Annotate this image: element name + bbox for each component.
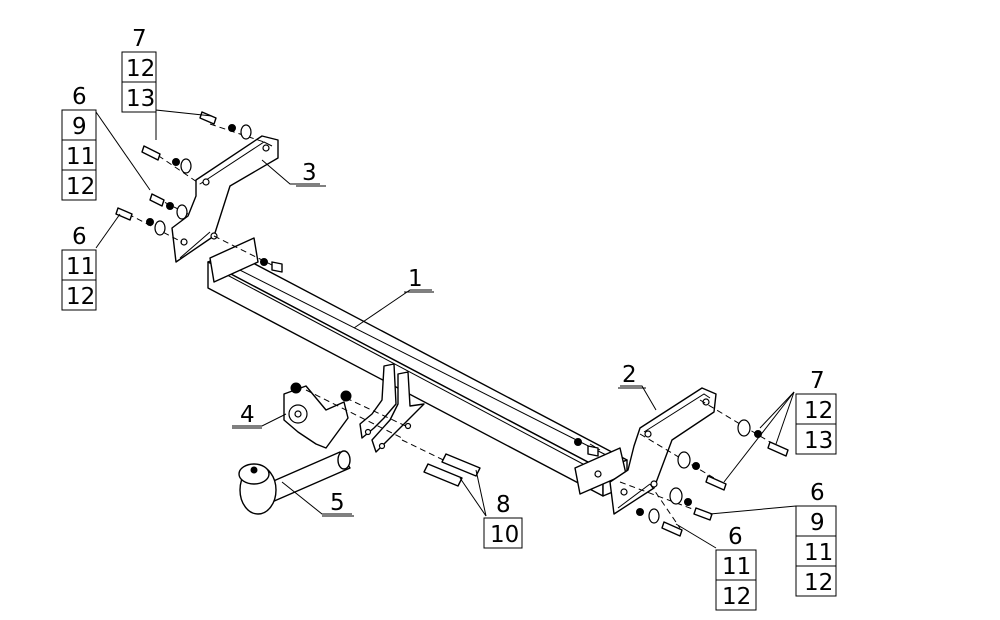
callout-stack-bottom-bolts: 8 10	[483, 492, 523, 549]
stack-rl-1: 11	[722, 554, 751, 580]
socket-plate	[283, 382, 352, 449]
stack-rt-0: 7	[810, 368, 825, 394]
tow-ball	[238, 450, 351, 515]
callout-part-1: 1	[404, 266, 434, 293]
right-bracket	[609, 387, 717, 515]
stack-tl-2: 13	[126, 86, 155, 112]
callout-stack-low-left: 6 11 12	[61, 224, 97, 311]
callout-part-2: 2	[618, 362, 646, 389]
stack-bb-1: 10	[490, 522, 519, 548]
stack-ml-0: 6	[72, 84, 87, 110]
stack-rl-2: 12	[722, 584, 751, 610]
stack-ml-1: 9	[72, 114, 87, 140]
callout-2-text: 2	[622, 362, 637, 388]
stack-rm-3: 12	[804, 570, 833, 596]
callout-stack-mid-left: 6 9 11 12	[61, 84, 97, 201]
callout-4-text: 4	[240, 402, 255, 428]
callout-stack-right-low: 6 11 12	[715, 524, 757, 611]
callout-5-text: 5	[330, 490, 345, 516]
stack-ll-1: 11	[66, 254, 95, 280]
stack-rm-0: 6	[810, 480, 825, 506]
stack-ll-0: 6	[72, 224, 87, 250]
stack-rt-2: 13	[804, 428, 833, 454]
callout-part-5: 5	[322, 490, 354, 517]
callout-part-4: 4	[232, 402, 262, 429]
stack-ml-2: 11	[66, 144, 95, 170]
stack-rt-1: 12	[804, 398, 833, 424]
stack-rm-2: 11	[804, 540, 833, 566]
stack-tl-1: 12	[126, 56, 155, 82]
stack-rl-0: 6	[728, 524, 743, 550]
callout-1-text: 1	[408, 266, 423, 292]
stack-bb-0: 8	[496, 492, 511, 518]
callout-3-text: 3	[302, 160, 317, 186]
callout-stack-right-mid: 6 9 11 12	[795, 480, 837, 597]
callout-stack-top-left: 7 12 13	[121, 26, 157, 113]
stack-ml-3: 12	[66, 174, 95, 200]
stack-ll-2: 12	[66, 284, 95, 310]
stack-rm-1: 9	[810, 510, 825, 536]
fasteners	[115, 111, 789, 537]
stack-tl-0: 7	[132, 26, 147, 52]
callout-stack-right-top: 7 12 13	[795, 368, 837, 455]
callout-part-3: 3	[296, 160, 326, 187]
left-bracket	[171, 135, 279, 263]
